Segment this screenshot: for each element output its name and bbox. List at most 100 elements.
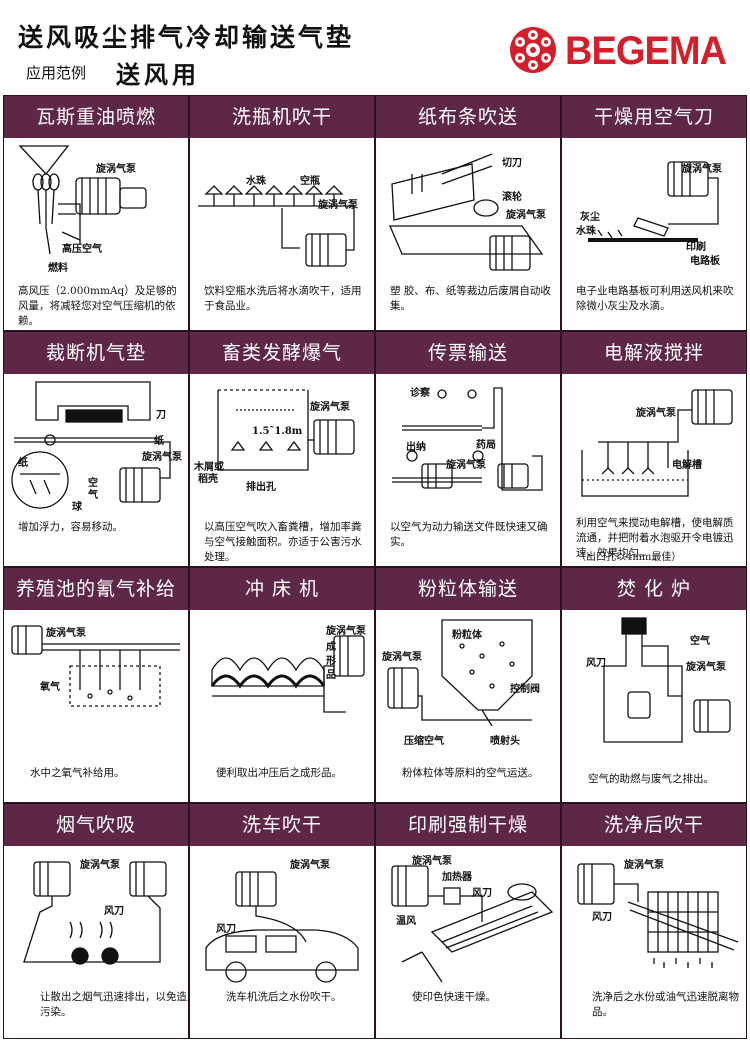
label: 旋涡气泵: [142, 452, 182, 463]
electrolysis-diagram-icon: [581, 389, 733, 497]
label: 旋涡气泵: [682, 164, 722, 175]
pond-diagram-icon: [11, 625, 180, 707]
cell-bottle-dryer: 洗瓶机吹干 水珠 空瓶 旋涡气泵 饮料空瓶水洗后将水滴吹干，适用于食品业。: [189, 95, 375, 331]
label: 成: [326, 642, 336, 653]
cell-gas-oil-burner: 瓦斯重油喷燃 旋涡气泵 高压空气 燃料 高风压（2.000mmAq）及足够的风量…: [3, 95, 189, 331]
cell-post-wash-drying: 洗净后吹干 旋涡气泵 风刀 洗净后之水份或油气迅速脱离物品。: [561, 803, 747, 1039]
cell-caption-note: （出口孔以4mm最佳）: [576, 552, 682, 563]
pneumatic-tube-diagram-icon: [392, 387, 543, 491]
cell-electrolyte-stirring: 电解液搅拌 旋涡气泵 电解槽 利用空气来搅动电解槽，使电解质流通，并把附着水泡驱…: [561, 331, 747, 567]
powder-silo-diagram-icon: [387, 619, 533, 727]
cell-caption: 水中之氧气补给用。: [30, 767, 125, 779]
cell-title: 传票输送: [376, 332, 560, 374]
cell-caption: 粉体粒体等原料的空气运送。: [402, 767, 539, 779]
label: 旋涡气泵: [412, 856, 452, 867]
cell-title: 洗车吹干: [190, 804, 374, 846]
label: 风刀: [104, 906, 124, 917]
label: 灰尘: [580, 212, 600, 223]
cell-incinerator: 焚 化 炉 空气 风刀 旋涡气泵 空气的助燃与废气之排出。: [561, 567, 747, 803]
label: 旋涡气泵: [624, 860, 664, 871]
label: 排出孔: [246, 482, 276, 493]
cell-title: 洗净后吹干: [562, 804, 746, 846]
label: 压缩空气: [404, 736, 444, 747]
cell-caption: 饮料空瓶水洗后将水滴吹干，适用于食品业。: [204, 285, 362, 312]
car-wash-diagram-icon: [205, 871, 359, 983]
cell-caption: 电子业电路基板可利用送风机来吹除微小灰尘及水滴。: [576, 285, 734, 312]
cell-cutter-air-cushion: 裁断机气垫 刀 纸 旋涡气泵 纸 空 气 球 增加浮力，容易移动。: [3, 331, 189, 567]
label: 出纳: [406, 442, 426, 453]
smoke-extraction-diagram-icon: [23, 861, 167, 965]
label: 空瓶: [300, 176, 320, 187]
cell-document-transport: 传票输送 诊察 出纳 药局 旋涡气泵 以空气为动力输送文件既快速又确实。: [375, 331, 561, 567]
label: 旋涡气泵: [310, 402, 350, 413]
label: 粉粒体: [452, 630, 482, 641]
press-diagram-icon: [210, 635, 365, 713]
label: 药局: [476, 440, 496, 451]
label: 旋涡气泵: [318, 200, 358, 211]
label: 风刀: [472, 888, 492, 899]
label: 旋涡气泵: [382, 652, 422, 663]
label: 木屑或: [194, 462, 224, 473]
cell-title: 裁断机气垫: [4, 332, 188, 374]
label: 滚轮: [502, 192, 522, 203]
bottle-dryer-diagram-icon: [198, 185, 355, 267]
cell-title: 印刷强制干燥: [376, 804, 560, 846]
label: 旋涡气泵: [46, 628, 86, 639]
cell-caption: 便利取出冲压后之成形品。: [216, 767, 342, 779]
label: 1.5˜1.8m: [252, 426, 303, 437]
label: 刀: [156, 410, 166, 421]
label: 风刀: [586, 658, 606, 669]
cell-title: 烟气吹吸: [4, 804, 188, 846]
cell-title: 纸布条吹送: [376, 96, 560, 138]
label: 切刀: [502, 158, 522, 169]
paper-strip-diagram-icon: [389, 153, 544, 271]
burner-diagram-icon: [18, 145, 147, 255]
page-header: 送风吸尘排气冷却输送气垫 应用范例 送风用 BEGEMA: [0, 0, 750, 92]
label: 旋涡气泵: [80, 860, 120, 871]
cell-paper-strip-blower: 纸布条吹送 切刀 滚轮 旋涡气泵 塑 胶、布、纸等裁边后废屑自动收集。: [375, 95, 561, 331]
label: 空气: [690, 636, 710, 647]
cell-caption: 利用空气来搅动电解槽，使电解质流通，并把附着水泡驱开令电镀迅速，效果均匀。: [576, 517, 734, 559]
label: 品: [326, 670, 336, 681]
cell-powder-transport: 粉粒体输送 粉粒体 旋涡气泵 控制阀 压缩空气 喷射头 粉体粒体等原料的空气运送…: [375, 567, 561, 803]
label: 气: [88, 490, 98, 501]
label: 旋涡气泵: [290, 860, 330, 871]
label: 水珠: [246, 176, 266, 187]
subtitle-value: 送风用: [116, 61, 200, 89]
label: 旋涡气泵: [636, 408, 676, 419]
cell-manure-aeration: 畜类发酵爆气 旋涡气泵 1.5˜1.8m 木屑或 稻壳 排出孔 以高压空气吹入畜…: [189, 331, 375, 567]
label: 控制阀: [510, 684, 540, 695]
label: 风刀: [216, 924, 236, 935]
label: 风刀: [592, 912, 612, 923]
air-knife-diagram-icon: [588, 161, 719, 242]
cell-title: 畜类发酵爆气: [190, 332, 374, 374]
post-wash-diagram-icon: [577, 863, 739, 968]
cell-air-knife-drying: 干燥用空气刀 旋涡气泵 灰尘 水珠 印刷 电路板 电子业电路基板可利用送风机来吹…: [561, 95, 747, 331]
brand-logo: BEGEMA: [505, 25, 740, 75]
cell-title: 干燥用空气刀: [562, 96, 746, 138]
cell-caption: 以空气为动力输送文件既快速又确实。: [390, 521, 548, 548]
label: 高压空气: [62, 244, 102, 255]
cell-smoke-extraction: 烟气吹吸 旋涡气泵 风刀 让散出之烟气迅速排出，以免造成污染。: [3, 803, 198, 1039]
label: 喷射头: [490, 736, 520, 747]
label: 电路板: [690, 256, 720, 267]
label: 稻壳: [198, 474, 218, 485]
cell-caption: 空气的助燃与废气之排出。: [588, 773, 714, 785]
label: 电解槽: [672, 460, 702, 471]
label: 旋涡气泵: [506, 210, 546, 221]
label: 纸: [154, 436, 164, 447]
cell-caption: 使印色快速干燥。: [412, 991, 496, 1003]
cell-caption: 塑 胶、布、纸等裁边后废屑自动收集。: [390, 285, 551, 312]
label: 纸: [18, 458, 28, 469]
label: 氧气: [40, 682, 60, 693]
label: 燃料: [48, 263, 68, 274]
label: 加热器: [442, 872, 472, 883]
label: 温风: [396, 916, 416, 927]
print-dryer-diagram-icon: [391, 865, 554, 983]
label: 水珠: [576, 226, 596, 237]
gear-logo-icon: [510, 27, 556, 73]
brand-name: BEGEMA: [565, 29, 727, 73]
application-grid: 瓦斯重油喷燃 旋涡气泵 高压空气 燃料 高风压（2.000mmAq）及足够的风量…: [3, 95, 747, 1040]
aeration-tank-diagram-icon: [217, 389, 355, 471]
label: 旋涡气泵: [446, 460, 486, 471]
